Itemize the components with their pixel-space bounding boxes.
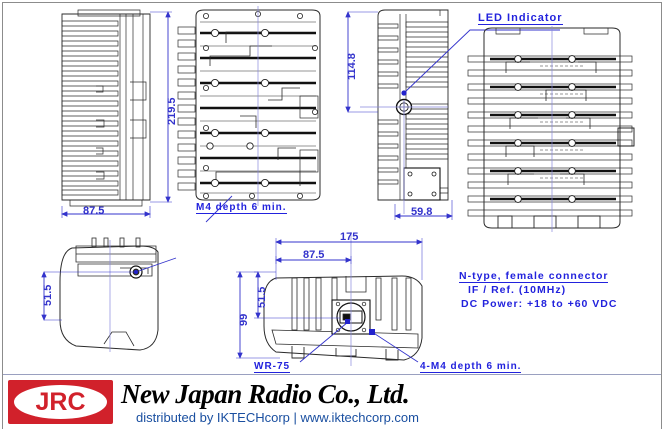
- view-right-side-elevation: [360, 9, 449, 214]
- led-leader-line: [401, 29, 560, 96]
- view-bottom-center-front: [263, 232, 423, 366]
- dim-114-8: 114.8: [346, 53, 358, 80]
- spec-line-2: IF / Ref. (10MHz): [468, 284, 567, 296]
- waveguide-flange-side: [403, 167, 441, 201]
- dimension-lines: [41, 11, 453, 359]
- dim-87-5-bottom: 87.5: [303, 249, 325, 261]
- dim-219-5: 219.5: [166, 97, 178, 125]
- dim-59-8: 59.8: [411, 206, 433, 218]
- footer: JRC New Japan Radio Co., Ltd. distribute…: [3, 376, 661, 429]
- dim-51-5-left: 51.5: [42, 284, 54, 306]
- wr75-label: WR-75: [254, 361, 291, 373]
- dim-87-5-top: 87.5: [83, 205, 105, 217]
- led-indicator-label: LED Indicator: [478, 12, 563, 25]
- jrc-logo: JRC: [8, 380, 113, 424]
- dim-175: 175: [340, 231, 359, 243]
- view-left-side-elevation: [61, 9, 151, 207]
- bottom-leader-lines: [299, 319, 419, 363]
- view-center-plan: [177, 6, 321, 206]
- footer-divider: [3, 374, 661, 375]
- m4-depth-label: M4 depth 6 min.: [196, 202, 287, 214]
- spec-line-3: DC Power: +18 to +60 VDC: [461, 298, 618, 310]
- logo-text: JRC: [35, 388, 86, 416]
- company-name: New Japan Radio Co., Ltd.: [121, 379, 410, 409]
- dim-99: 99: [238, 313, 250, 326]
- distributor-line: distributed by IKTECHcorp | www.iktechco…: [136, 410, 419, 425]
- spec-block: N-type, female connector IF / Ref. (10MH…: [459, 270, 618, 310]
- view-bottom-left-end: [59, 237, 177, 352]
- four-m4-depth-label: 4-M4 depth 6 min.: [420, 361, 522, 373]
- logo-ellipse: [14, 385, 107, 419]
- dim-51-5-bottom: 51.5: [256, 286, 268, 308]
- spec-line-1: N-type, female connector: [459, 270, 609, 283]
- view-right-plan: [467, 26, 635, 232]
